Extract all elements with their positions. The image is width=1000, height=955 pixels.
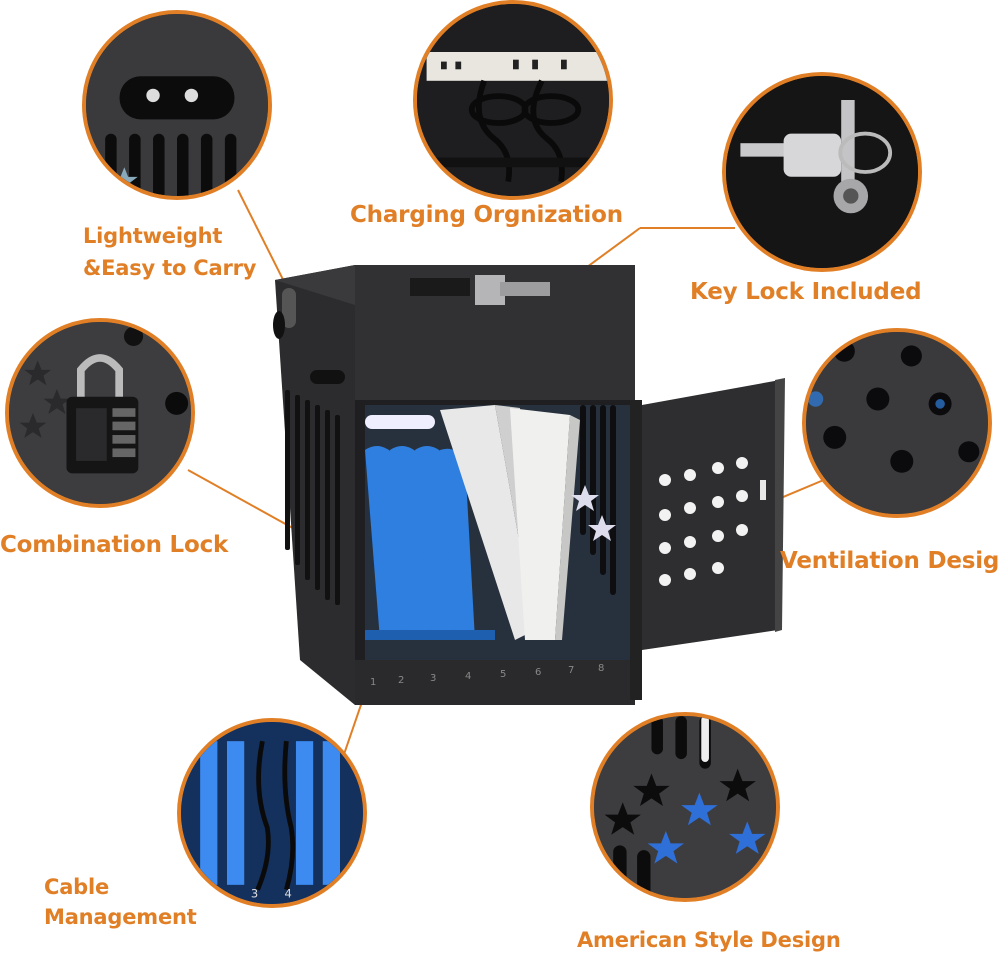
slot-number: 3 <box>251 886 258 900</box>
label-ventilation-design: Ventilation Design <box>780 548 1000 574</box>
detail-circle-key-lock <box>722 72 922 272</box>
slot-number: 7 <box>568 665 574 676</box>
detail-circle-stars <box>590 712 780 902</box>
slot-number: 4 <box>284 886 291 900</box>
handle-detail-image <box>86 14 268 196</box>
charging-cabinet-illustration: 1 2 3 4 5 6 7 8 <box>273 265 785 705</box>
slot-number: 5 <box>500 669 506 680</box>
stars-detail-image <box>594 716 776 898</box>
ventilation-detail-image <box>806 332 988 514</box>
label-charging-organization: Charging Orgnization <box>350 202 623 228</box>
detail-circle-cables: 3 4 <box>177 718 367 908</box>
slot-number: 4 <box>465 671 471 682</box>
detail-circle-handle <box>82 10 272 200</box>
power-strip-detail-image <box>417 4 609 196</box>
label-american-style: American Style Design <box>577 928 841 952</box>
label-combination-lock: Combination Lock <box>0 532 229 558</box>
label-cable-line2: Management <box>44 905 197 929</box>
label-cable-line1: Cable <box>44 875 110 899</box>
label-lightweight: Lightweight &Easy to Carry <box>83 220 256 284</box>
slot-number: 6 <box>535 667 541 678</box>
slot-number: 8 <box>598 663 604 674</box>
key-lock-detail-image <box>726 76 918 268</box>
slot-number: 3 <box>430 673 436 684</box>
combination-lock-detail-image <box>9 322 191 504</box>
cable-detail-image: 3 4 <box>181 722 363 904</box>
slot-number: 2 <box>398 675 404 686</box>
label-key-lock: Key Lock Included <box>690 279 922 305</box>
label-cable-management: Cable Management <box>44 872 197 932</box>
label-lightweight-line2: &Easy to Carry <box>83 256 257 280</box>
slot-number: 1 <box>370 677 376 688</box>
detail-circle-power-strip <box>413 0 613 200</box>
detail-circle-ventilation <box>802 328 992 518</box>
detail-circle-combination-lock <box>5 318 195 508</box>
label-lightweight-line1: Lightweight <box>83 224 223 248</box>
